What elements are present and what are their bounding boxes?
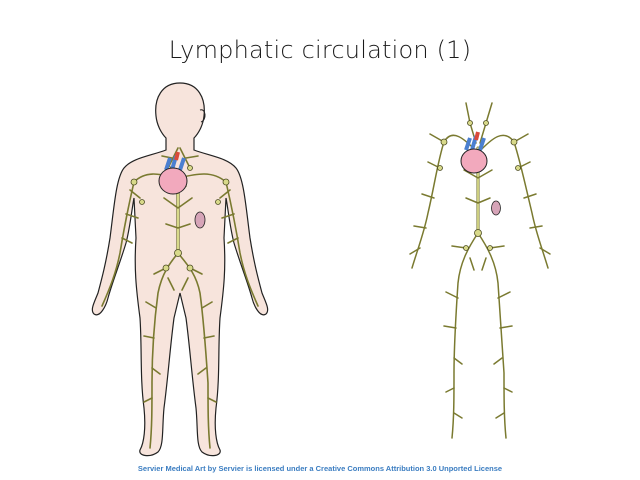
- lymphatic-system-only-icon: [400, 98, 560, 443]
- body-outline: [91, 82, 269, 457]
- heart-icon: [158, 151, 188, 195]
- human-body-lymphatic-system-icon: [80, 78, 280, 463]
- slide-title: Lymphatic circulation (1): [168, 36, 472, 64]
- heart-icon: [460, 131, 488, 174]
- license-credit: Servier Medical Art by Servier is licens…: [137, 464, 503, 473]
